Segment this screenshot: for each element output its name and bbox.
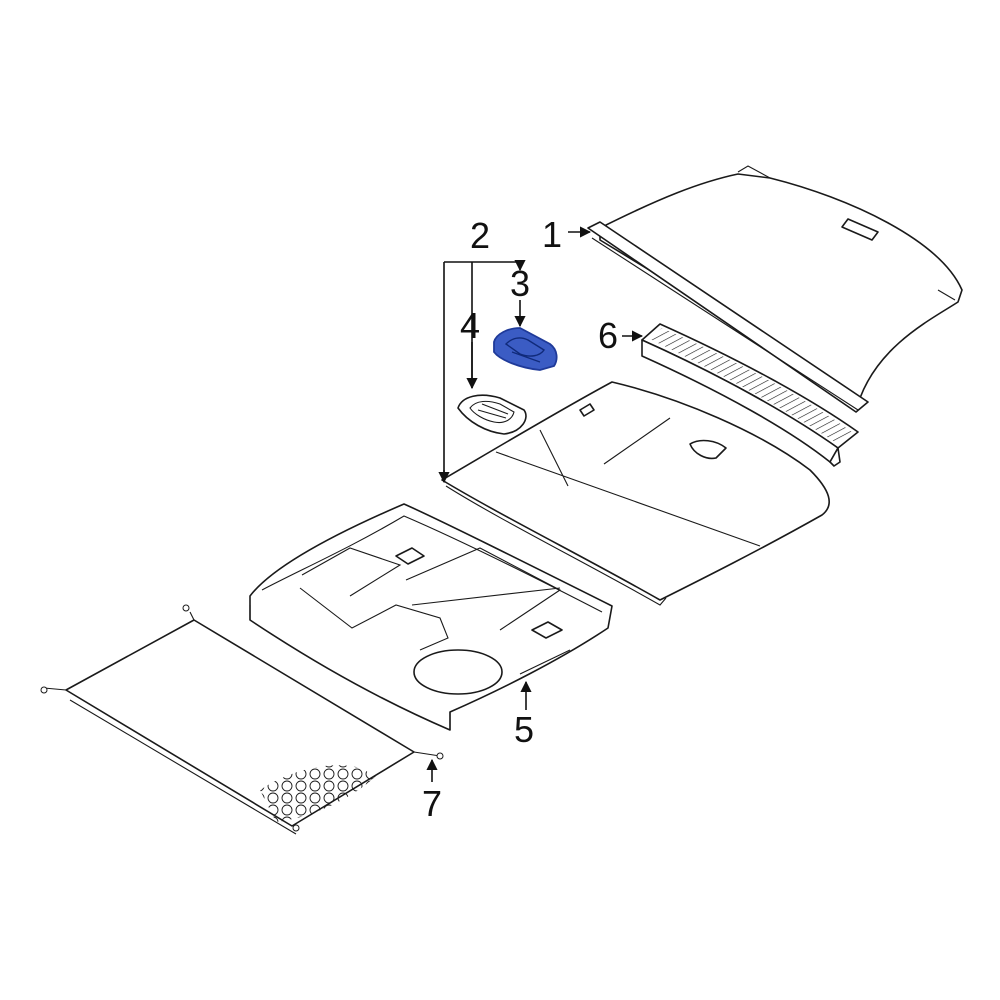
callout-4: 4 <box>460 305 480 346</box>
callout-2: 2 <box>470 215 490 256</box>
storage-tray-part-5 <box>249 503 613 731</box>
cargo-hook-part-3 <box>493 327 558 371</box>
floor-panel-part-2 <box>441 381 830 606</box>
callout-6: 6 <box>598 315 618 356</box>
callout-5: 5 <box>514 709 534 750</box>
sill-trim-part-6 <box>641 323 859 467</box>
cargo-cover-part-1 <box>587 165 963 413</box>
callout-3: 3 <box>510 263 530 304</box>
callout-7: 7 <box>422 783 442 824</box>
leader-lines <box>426 226 644 782</box>
tray-bezel-part-4 <box>457 394 527 435</box>
cargo-net-part-7 <box>40 604 444 835</box>
callout-1: 1 <box>542 214 562 255</box>
